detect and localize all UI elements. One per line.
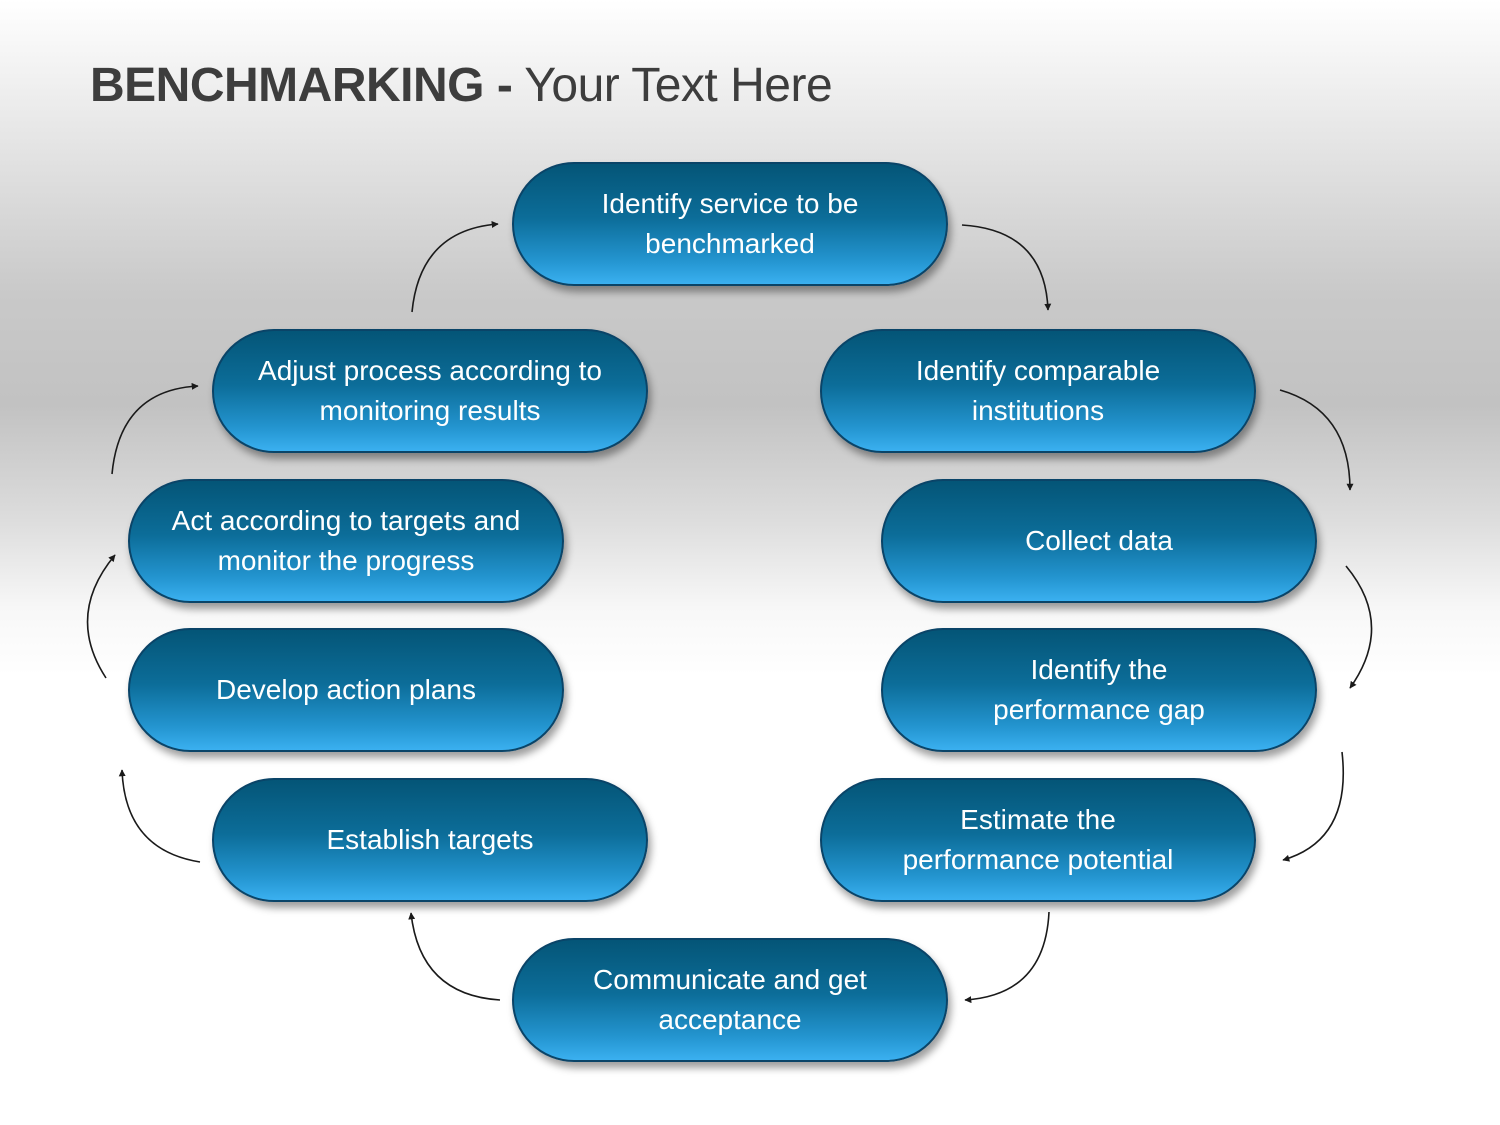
arrow-1-to-2	[961, 224, 1052, 311]
step-estimate-potential: Estimate the performance potential	[820, 778, 1256, 902]
step-label: Adjust process according to monitoring r…	[258, 355, 602, 426]
arrow-6-to-7	[408, 912, 501, 1001]
step-collect-data: Collect data	[881, 479, 1317, 603]
step-label: Communicate and get acceptance	[593, 964, 867, 1035]
step-communicate: Communicate and get acceptance	[512, 938, 948, 1062]
step-label: Collect data	[1025, 525, 1173, 556]
step-establish-targets: Establish targets	[212, 778, 648, 902]
page-title: BENCHMARKING - Your Text Here	[90, 58, 833, 113]
step-label: Develop action plans	[216, 674, 476, 705]
step-label: Identify service to be benchmarked	[601, 188, 859, 259]
arrow-9-to-10	[111, 382, 199, 475]
title-bold: BENCHMARKING -	[90, 59, 513, 112]
step-identify-service: Identify service to be benchmarked	[512, 162, 948, 286]
step-label: Estimate the performance potential	[902, 804, 1174, 875]
arrow-10-to-1	[411, 220, 499, 313]
step-develop-plans: Develop action plans	[128, 628, 564, 752]
step-identify-institutions: Identify comparable institutions	[820, 329, 1256, 453]
step-identify-gap: Identify the performance gap	[881, 628, 1317, 752]
step-label: Act according to targets and monitor the…	[171, 505, 521, 576]
arrow-3-to-4	[1345, 565, 1373, 689]
step-label: Identify comparable institutions	[915, 355, 1161, 426]
step-act-monitor: Act according to targets and monitor the…	[128, 479, 564, 603]
arrow-7-to-8	[118, 769, 201, 863]
arrow-2-to-3	[1279, 389, 1354, 491]
arrow-5-to-6	[964, 911, 1050, 1004]
arrow-4-to-5	[1282, 751, 1345, 862]
step-label: Establish targets	[326, 824, 534, 855]
step-adjust-process: Adjust process according to monitoring r…	[212, 329, 648, 453]
title-regular: Your Text Here	[512, 59, 833, 112]
arrow-8-to-9	[86, 554, 116, 679]
step-label: Identify the performance gap	[993, 654, 1205, 725]
